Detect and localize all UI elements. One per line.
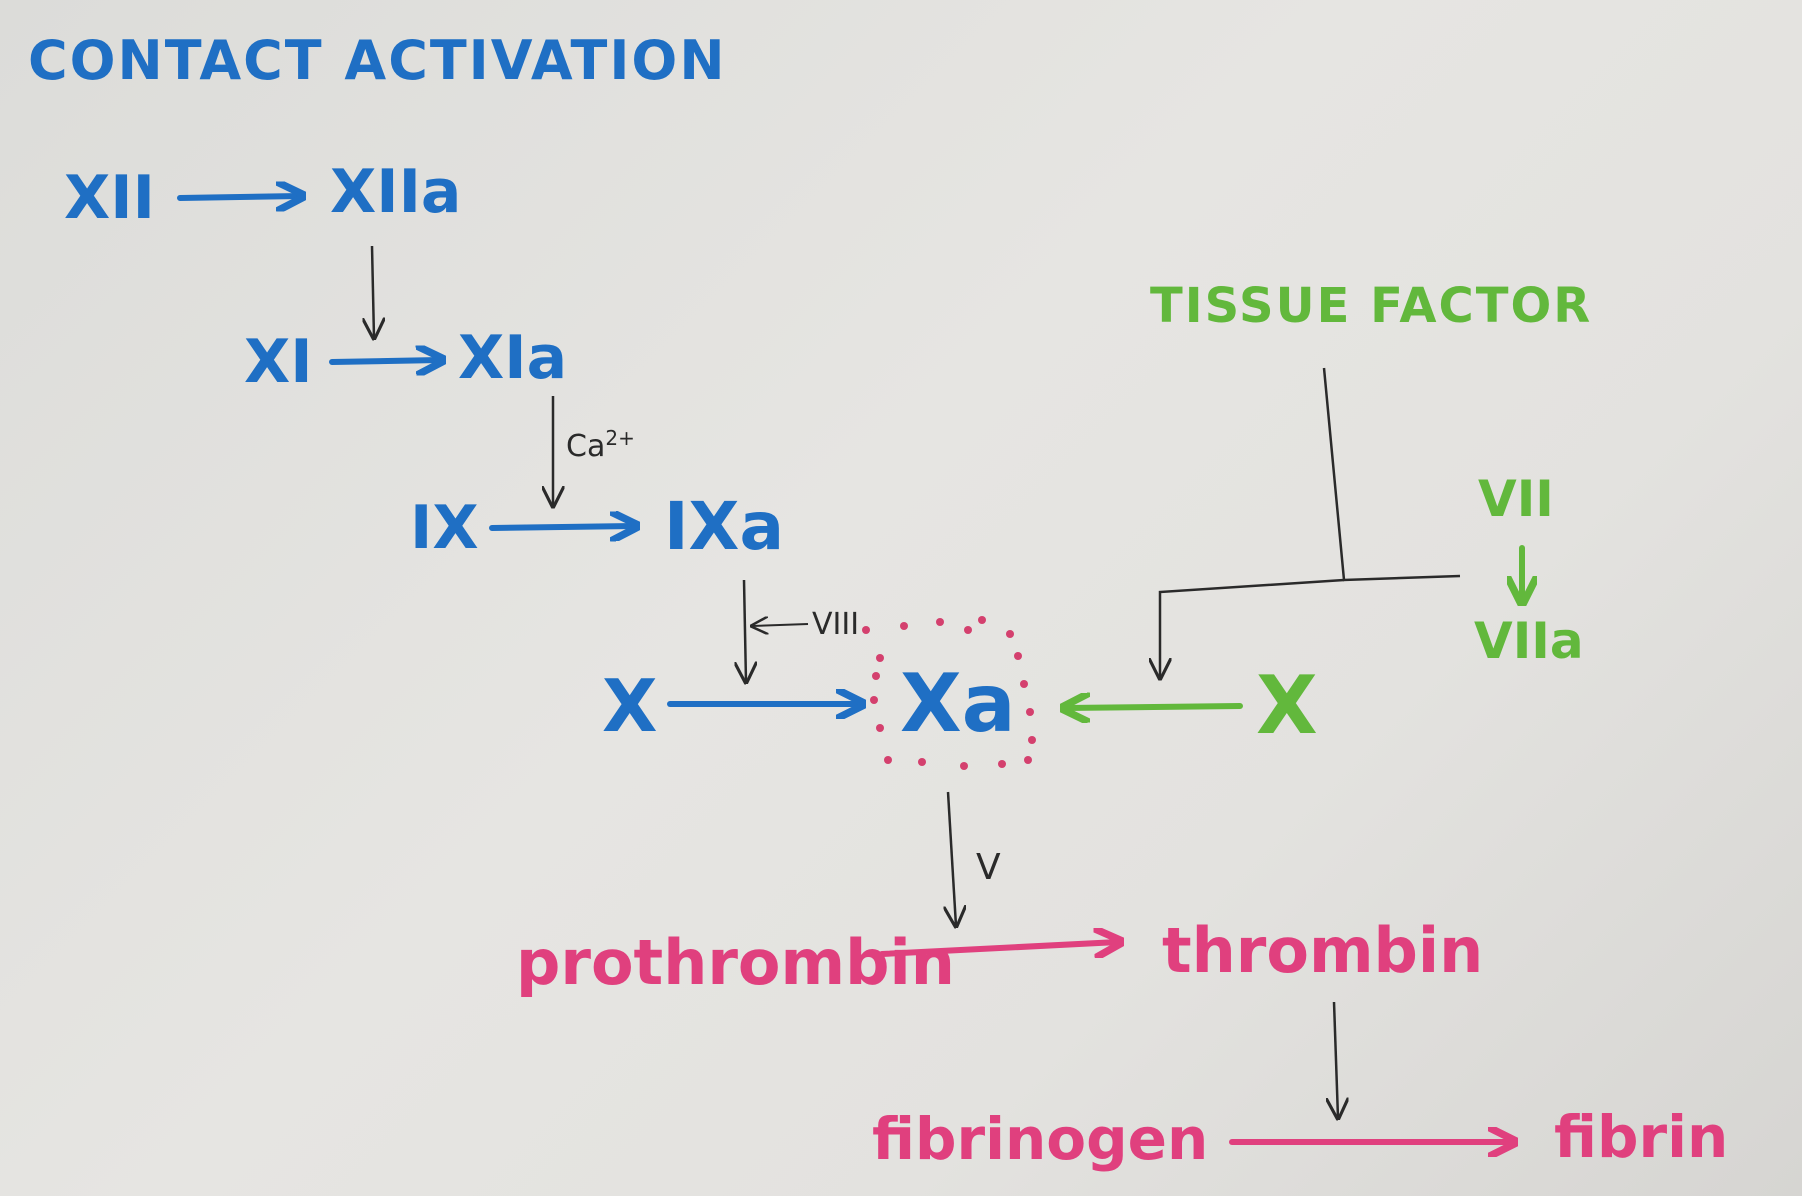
factor-xi: XI (244, 327, 313, 397)
tissue-factor-to-xa-arrow (1160, 578, 1345, 678)
arrow-viii-cofactor (752, 624, 809, 626)
factor-xa: Xa (900, 657, 1016, 750)
calcium-label: Ca2+ (566, 428, 635, 462)
fibrinogen-label: fibrinogen (872, 1105, 1209, 1173)
factor-xia: XIa (458, 323, 568, 393)
factor-x-right: X (1256, 659, 1318, 752)
factor-xiia: XIIa (330, 157, 462, 227)
thrombin-label: thrombin (1162, 914, 1484, 987)
tissue-factor-heading: TISSUE FACTOR (1150, 278, 1593, 334)
factor-xii: XII (64, 163, 155, 233)
arrow-xiia-activates-xi (372, 245, 374, 338)
factor-x-left: X (602, 664, 658, 748)
tissue-factor-bracket (1322, 367, 1461, 582)
factor-vii: VII (1478, 470, 1554, 528)
arrow-ix-to-ixa (489, 526, 634, 528)
contact-activation-heading: CONTACT ACTIVATION (28, 29, 727, 92)
calcium-charge: 2+ (605, 426, 635, 450)
arrow-prothrombin-to-thrombin (879, 942, 1118, 954)
factor-viia: VIIa (1474, 612, 1584, 670)
arrow-xi-to-xia (329, 360, 440, 362)
v-label: V (976, 847, 1001, 888)
factor-ix: IX (410, 493, 479, 563)
prothrombin-label: prothrombin (516, 926, 955, 999)
arrow-x-right-to-xa (1066, 706, 1243, 708)
fibrin-label: fibrin (1554, 1103, 1729, 1171)
factor-ixa: IXa (664, 488, 784, 565)
arrow-xii-to-xiia (177, 196, 300, 198)
calcium-symbol: Ca (566, 429, 606, 464)
arrow-thrombin-activates-fibrinogen (1334, 1001, 1338, 1118)
viii-label: VIII (812, 607, 860, 642)
xa-complex-dots (862, 616, 1036, 770)
arrow-xa-activates-prothrombin (948, 791, 956, 926)
arrow-ixa-activates-x (744, 579, 746, 682)
